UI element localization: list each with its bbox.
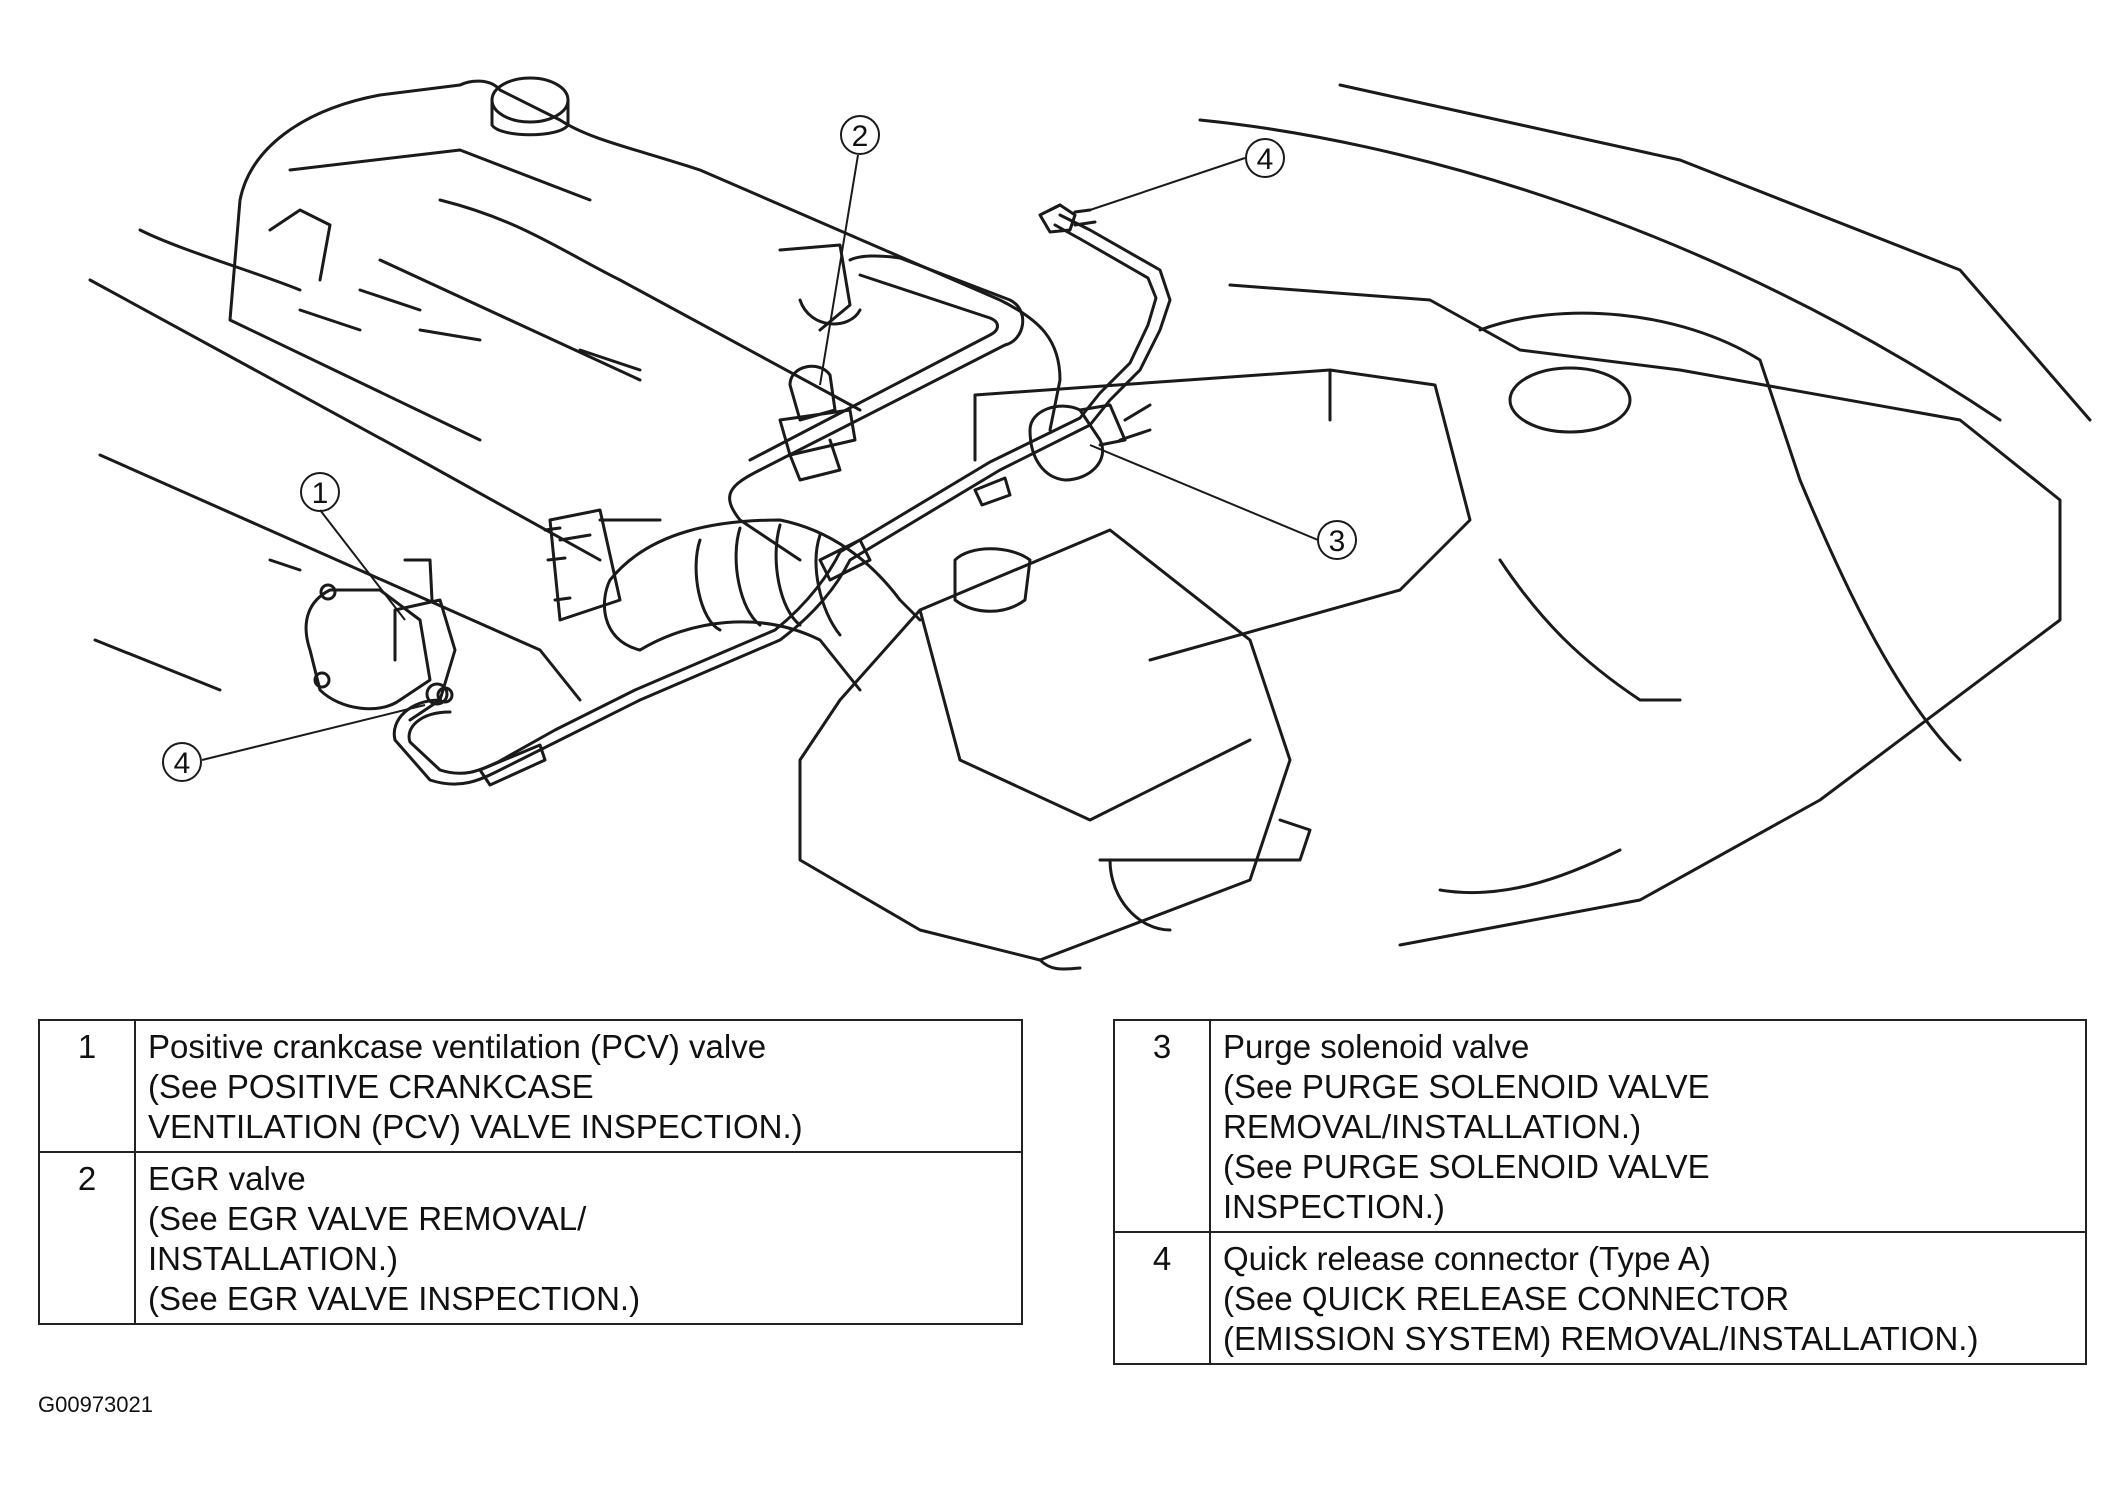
pcv-connector	[425, 682, 449, 706]
engine-emission-diagram: 1 2 3 4 4	[88, 76, 2092, 971]
legend-row: 4 Quick release connector (Type A) (See …	[1113, 1231, 2087, 1365]
hose-joint-lower	[478, 743, 547, 787]
callout-1-leader	[319, 509, 406, 621]
legend-item-number: 1	[38, 1019, 136, 1153]
callout-labels: 1 2 3 4 4	[174, 120, 1346, 780]
egr-valve-bracket	[268, 208, 862, 332]
resonator	[953, 547, 1032, 613]
intake-duct	[603, 518, 922, 692]
legend-item-description: Quick release connector (Type A) (See QU…	[1209, 1231, 2087, 1365]
legend-item-number: 4	[1113, 1231, 1211, 1365]
callouts	[162, 115, 1357, 782]
engine-compartment-outline	[1198, 83, 2092, 947]
air-cleaner-box	[798, 528, 1312, 962]
vacuum-hose-outer	[392, 203, 1172, 786]
hose-joint-upper	[973, 476, 1012, 507]
fender-bracket	[1478, 311, 1962, 762]
legend-row: 1 Positive crankcase ventilation (PCV) v…	[38, 1019, 1023, 1153]
callout-2-leader	[819, 154, 859, 386]
legend-row: 2 EGR valve (See EGR VALVE REMOVAL/ INST…	[38, 1151, 1023, 1325]
hose-joint-middle	[818, 538, 872, 582]
callout-3-label: 3	[1329, 525, 1346, 558]
cylinder-head-cover	[228, 79, 1062, 442]
pcv-valve-mount	[393, 558, 457, 722]
callout-3-leader	[1089, 444, 1319, 541]
engine-line-art	[88, 76, 2092, 971]
callout-4-upper-leader	[1089, 157, 1246, 211]
legend-item-number: 2	[38, 1151, 136, 1325]
callout-1-circle	[300, 472, 340, 512]
quick-connector-upper	[1038, 203, 1097, 234]
purge-solenoid-valve	[1028, 403, 1127, 482]
callout-1-label: 1	[312, 477, 329, 510]
air-cleaner-clips	[1038, 858, 1172, 971]
callout-4-upper-label: 4	[1257, 143, 1274, 176]
vacuum-hose-inner	[407, 223, 1158, 775]
pcv-bolt-2	[313, 671, 331, 689]
callout-3-circle	[1317, 520, 1357, 560]
callout-4-lower-leader	[201, 704, 426, 761]
throttle-body	[548, 508, 622, 622]
legend-table-right: 3 Purge solenoid valve (See PURGE SOLENO…	[1113, 1019, 2087, 1365]
legend-item-description: EGR valve (See EGR VALVE REMOVAL/ INSTAL…	[134, 1151, 1023, 1325]
solenoid-connector	[1118, 403, 1152, 442]
legend-item-number: 3	[1113, 1019, 1211, 1233]
figure-id: G00973021	[38, 1392, 153, 1417]
egr-pipe	[728, 254, 1025, 562]
egr-valve	[778, 364, 857, 482]
oil-filler-cap	[490, 76, 570, 124]
engine-detail-lines	[138, 228, 662, 572]
callout-4-upper-circle	[1245, 138, 1285, 178]
legend-row: 3 Purge solenoid valve (See PURGE SOLENO…	[1113, 1019, 2087, 1233]
engine-block-outline	[88, 278, 602, 702]
battery-tray	[973, 368, 1472, 662]
legend-table-left: 1 Positive crankcase ventilation (PCV) v…	[38, 1019, 1023, 1325]
throttle-body-bolts	[543, 526, 572, 602]
cover-ridge	[288, 148, 862, 412]
callout-4-lower-label: 4	[174, 747, 191, 780]
callout-2-circle	[840, 115, 880, 155]
intake-duct-ribs	[694, 523, 842, 637]
reservoir-cap	[1508, 366, 1632, 434]
legend-item-description: Positive crankcase ventilation (PCV) val…	[134, 1019, 1023, 1153]
callout-4-lower-circle	[162, 742, 202, 782]
pcv-bolt-1	[319, 583, 337, 601]
legend-item-description: Purge solenoid valve (See PURGE SOLENOID…	[1209, 1019, 2087, 1233]
callout-2-label: 2	[852, 120, 869, 153]
pcv-valve-body	[304, 588, 432, 711]
cap-base	[490, 98, 570, 137]
